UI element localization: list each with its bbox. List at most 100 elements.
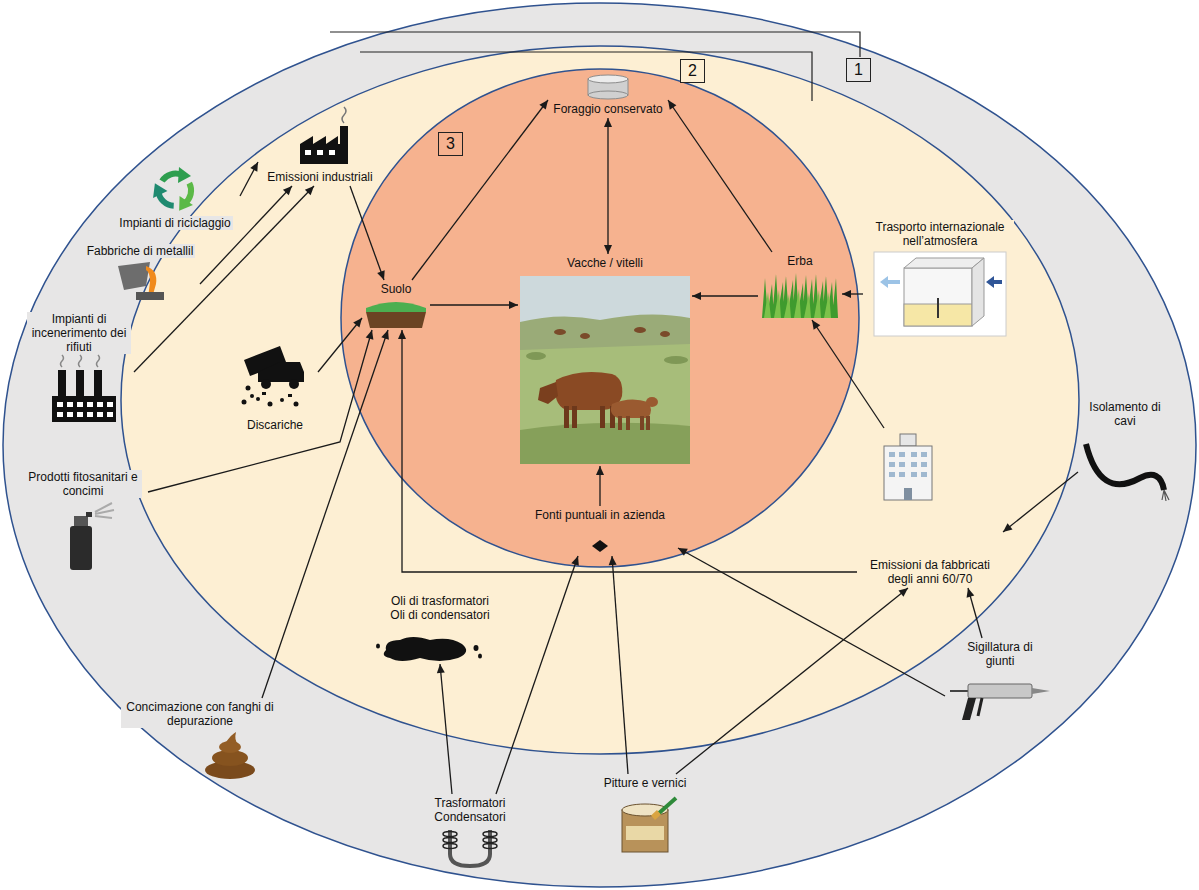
atmosphere-transport-figure xyxy=(874,252,1006,336)
connector-line xyxy=(812,320,884,428)
arrowhead xyxy=(381,330,389,340)
cattle-photo-part xyxy=(564,406,569,428)
connector-line xyxy=(676,588,908,774)
atmosphere-transport-figure-part xyxy=(904,268,972,326)
arrow-connector xyxy=(437,664,452,794)
caulk-gun-icon-part xyxy=(968,684,1032,698)
node-label: Erba xyxy=(785,254,814,268)
arrow-connector xyxy=(1003,472,1078,532)
cattle-photo-part xyxy=(646,397,658,407)
grass-icon-part xyxy=(764,289,831,318)
connector-line xyxy=(262,330,388,698)
sewage-sludge-icon-part xyxy=(226,732,238,744)
connector-line xyxy=(430,304,518,305)
atmosphere-transport-figure-part xyxy=(904,258,984,268)
callout-number: 2 xyxy=(680,59,705,83)
cattle-photo-part xyxy=(538,382,558,404)
silage-bale-icon-part xyxy=(588,91,628,99)
atmosphere-transport-figure-part xyxy=(880,276,900,288)
arrowhead xyxy=(1003,523,1013,532)
paint-can-icon-part xyxy=(651,810,661,820)
cattle-photo-part xyxy=(640,416,644,430)
recycle-icon-part-part xyxy=(173,196,193,215)
arrow-connector xyxy=(318,318,362,372)
connector-line xyxy=(318,318,362,372)
source-node: Trasporto internazionale nell’atmosfera xyxy=(863,218,1017,338)
cattle-photo-part xyxy=(600,406,605,428)
building-icon-part xyxy=(921,462,927,467)
arrowhead xyxy=(353,318,362,328)
recycle-icon-part-part xyxy=(147,180,167,199)
recycle-icon-part xyxy=(162,167,191,183)
source-node: Vacche / vitelli xyxy=(518,254,692,466)
incinerator-icon-part xyxy=(87,402,93,407)
incinerator-icon-part xyxy=(87,412,93,417)
caulk-gun-icon-part xyxy=(962,698,976,720)
arrowhead xyxy=(609,556,617,565)
node-label: Fonti puntuali in azienda xyxy=(533,508,667,522)
incinerator-icon-part xyxy=(57,402,63,407)
building-icon-part xyxy=(899,452,905,457)
arrow-connector xyxy=(240,162,258,196)
ellipse-shape xyxy=(3,3,1196,887)
cable-icon xyxy=(1086,444,1169,501)
silage-bale-icon-part xyxy=(588,75,628,83)
spray-can-icon-part xyxy=(70,526,92,570)
connector-line xyxy=(1003,472,1078,532)
source-node: Oli di trasformatori Oli di condensatori xyxy=(372,592,508,664)
recycle-icon xyxy=(147,167,201,215)
incinerator-icon-part xyxy=(107,402,113,407)
atmosphere-transport-figure-part xyxy=(904,304,972,326)
source-node: Isolamento di cavi xyxy=(1078,398,1172,504)
arrow-connector xyxy=(692,292,758,300)
landfill-truck-icon-part xyxy=(289,379,299,389)
callout-number: 3 xyxy=(438,132,463,156)
connector-line xyxy=(350,186,384,280)
source-node: Fabbriche di metallil xyxy=(80,242,200,302)
building-icon xyxy=(884,434,932,500)
building-icon-part xyxy=(911,472,917,477)
smelting-ladle-icon-part xyxy=(146,266,156,298)
grass-icon xyxy=(762,273,838,318)
arrowhead xyxy=(604,245,612,254)
arrowhead xyxy=(571,556,579,566)
paint-can-icon-part xyxy=(658,798,676,814)
landfill-truck-icon-part xyxy=(280,398,284,402)
callout-number: 1 xyxy=(846,58,871,82)
node-label: Emissioni da fabbricati degli anni 60/70 xyxy=(860,558,1000,586)
arrowhead xyxy=(812,320,820,330)
building-icon-part xyxy=(899,462,905,467)
landfill-truck-icon-part xyxy=(262,392,266,395)
arrow-connector xyxy=(812,320,884,428)
incinerator-icon-part xyxy=(97,402,103,407)
oil-spill-icon-part xyxy=(478,654,482,659)
building-icon-part xyxy=(900,434,916,446)
connector-line xyxy=(668,100,772,252)
smelting-ladle-icon-part xyxy=(118,262,150,290)
soil-icon-part xyxy=(366,312,426,328)
cattle-photo-part xyxy=(611,399,651,418)
landfill-truck-icon-part xyxy=(250,394,254,398)
arrowhead xyxy=(539,100,548,110)
caulk-gun-icon-part xyxy=(978,698,982,716)
landfill-truck-icon-part xyxy=(258,362,304,382)
arrowhead xyxy=(678,548,688,556)
recycle-icon-part-part xyxy=(162,174,182,181)
cattle-photo-part xyxy=(646,416,650,430)
cattle-photo-part xyxy=(555,372,622,410)
arrowhead xyxy=(437,664,445,673)
transformer-icon-part xyxy=(483,838,497,843)
node-label: Sigillatura di giunti xyxy=(960,640,1040,668)
recycle-icon-part-part xyxy=(157,188,173,209)
recycle-icon-part xyxy=(147,180,175,213)
landfill-truck-icon-part xyxy=(256,397,260,401)
oil-spill-icon-part xyxy=(376,644,380,649)
landfill-truck-icon-part xyxy=(294,402,299,407)
connector-line xyxy=(240,162,258,196)
caulk-gun-icon xyxy=(950,684,1050,720)
ellipse-shape xyxy=(121,46,1079,754)
building-icon-part xyxy=(899,472,905,477)
connector-line xyxy=(692,295,758,296)
